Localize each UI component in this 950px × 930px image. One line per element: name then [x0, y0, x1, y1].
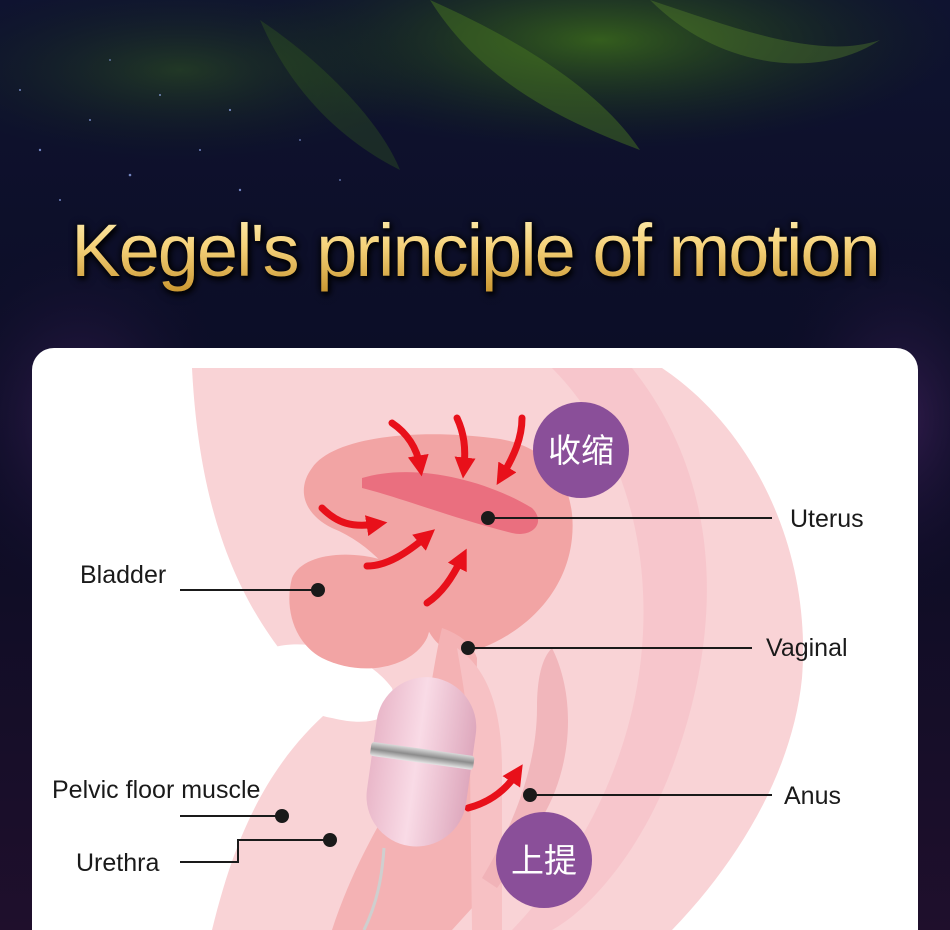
label-vaginal: Vaginal [766, 634, 848, 662]
anatomy-diagram [180, 368, 804, 930]
diagram-panel: 收缩 上提 Uterus Bladder Vaginal Pelvic floo… [32, 348, 918, 930]
bladder-shape [289, 554, 431, 669]
device-cord [362, 847, 386, 930]
leader-dots [275, 511, 537, 847]
lift-badge [496, 812, 592, 908]
contract-badge-label: 收缩 [548, 431, 614, 470]
rectum-shape [482, 648, 569, 888]
kegel-device [366, 677, 477, 847]
page-title: Kegel's principle of motion [0, 208, 950, 293]
label-urethra: Urethra [76, 849, 160, 877]
leader-lines [180, 517, 772, 863]
lift-arrow [464, 764, 523, 812]
contract-badge [533, 402, 629, 498]
label-bladder: Bladder [80, 561, 167, 589]
label-pelvic-floor-muscle: Pelvic floor muscle [52, 776, 261, 804]
label-anus: Anus [784, 782, 841, 810]
lift-badge-label: 上提 [511, 841, 577, 880]
label-uterus: Uterus [790, 505, 864, 533]
contraction-arrows [318, 414, 526, 607]
